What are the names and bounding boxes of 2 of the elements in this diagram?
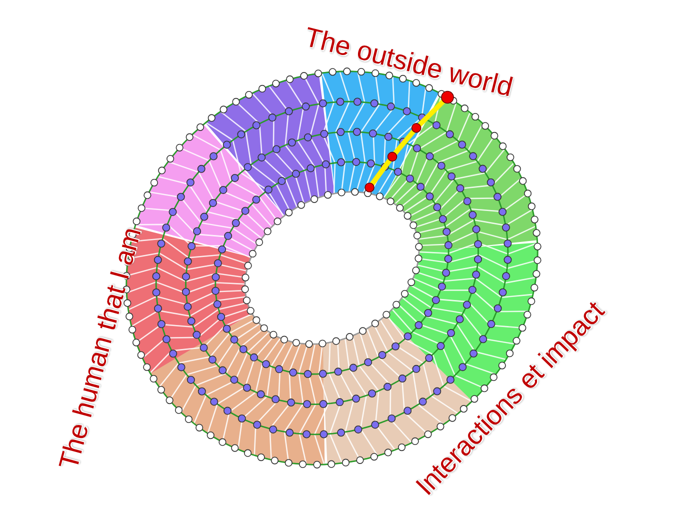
section-label: The outside world [300, 21, 516, 103]
section-label: The human that I am [52, 224, 148, 472]
